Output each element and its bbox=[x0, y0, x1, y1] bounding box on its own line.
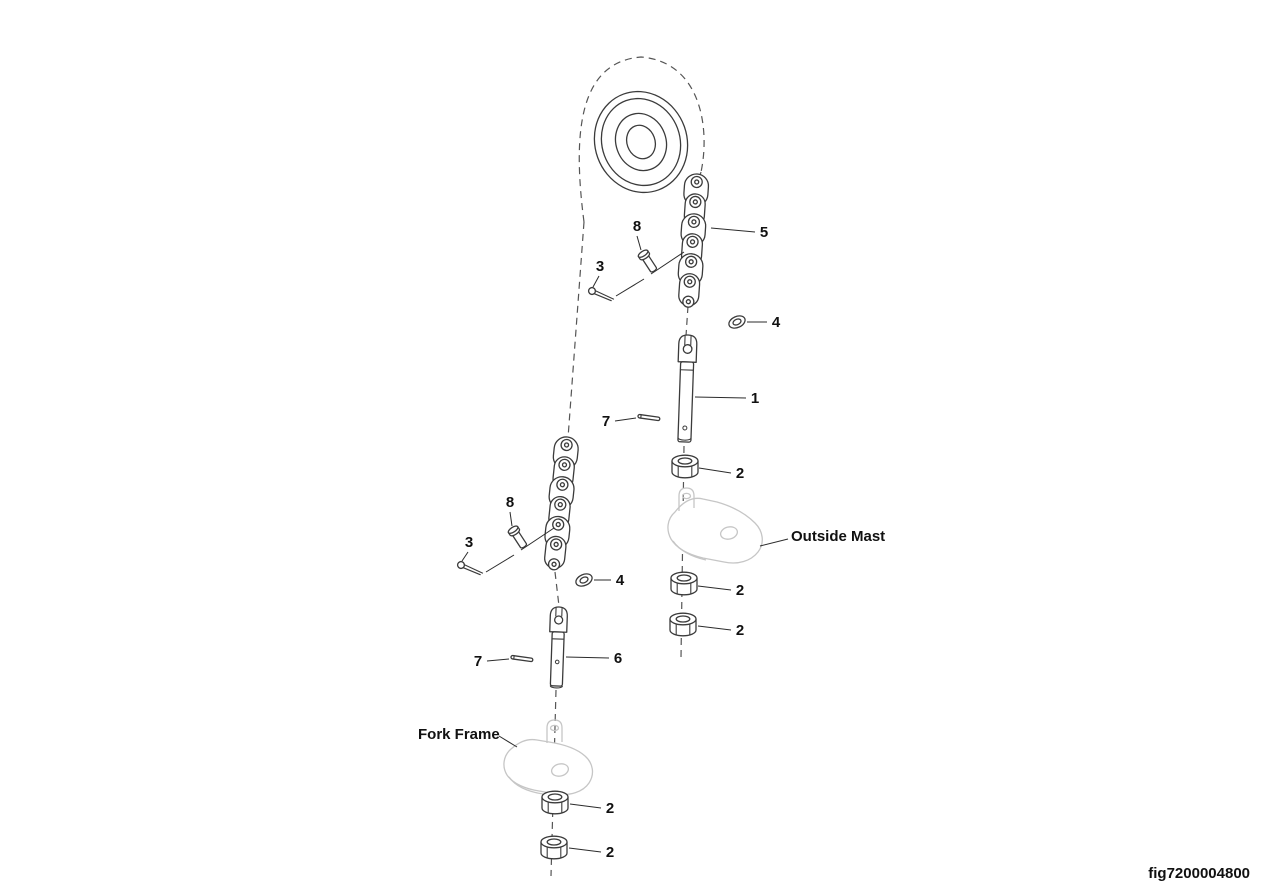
callout-nut-right-upper: 2 bbox=[736, 465, 744, 482]
callout-cotter-right: 3 bbox=[596, 258, 604, 275]
callout-nut-left-upper: 2 bbox=[606, 800, 614, 817]
label-fork-frame: Fork Frame bbox=[418, 726, 500, 743]
leader-clevis-right bbox=[636, 235, 642, 251]
label-outside-mast: Outside Mast bbox=[791, 528, 885, 545]
clevis-pin-right bbox=[636, 248, 660, 275]
callout-anchor-right: 1 bbox=[751, 390, 759, 407]
cotter-pin-right bbox=[586, 285, 616, 304]
leader-pin-right bbox=[614, 417, 637, 422]
pin-right bbox=[637, 413, 661, 422]
chain-left bbox=[540, 435, 581, 572]
leader-anchor-left bbox=[565, 656, 610, 659]
leader-pin-left bbox=[486, 658, 510, 662]
pin-left bbox=[510, 654, 534, 663]
hex-nut-right-mid bbox=[670, 571, 698, 596]
leader-chain bbox=[710, 227, 756, 233]
hex-nut-right-upper bbox=[671, 454, 699, 479]
callout-pin-right: 7 bbox=[602, 413, 610, 430]
leader-anchor-right bbox=[694, 396, 747, 399]
leader-lines bbox=[461, 227, 789, 853]
callout-washer-left: 4 bbox=[616, 572, 625, 589]
leader-cotter-left bbox=[461, 551, 469, 562]
anchor-rod-left bbox=[549, 606, 568, 689]
hex-nut-left-lower bbox=[540, 835, 568, 860]
callout-washer-right: 4 bbox=[772, 314, 781, 331]
callout-nut-right-mid: 2 bbox=[736, 582, 744, 599]
assembly-axis-lines bbox=[485, 251, 685, 573]
cotter-pin-left bbox=[455, 559, 485, 578]
washer-right bbox=[726, 312, 748, 332]
leader-nut-right-lower bbox=[697, 625, 732, 631]
outside-mast-bracket bbox=[667, 487, 763, 564]
hex-nut-left-upper bbox=[541, 790, 569, 815]
hex-nut-right-lower bbox=[669, 612, 697, 637]
callout-nut-right-lower: 2 bbox=[736, 622, 744, 639]
leader-cotter-right bbox=[592, 275, 600, 288]
leader-clevis-left bbox=[509, 511, 513, 527]
washer-left bbox=[573, 570, 595, 590]
callout-chain: 5 bbox=[760, 224, 768, 241]
callouts: 5 8 3 4 1 7 2 2 2 8 3 4 6 7 2 2 bbox=[465, 218, 781, 861]
callout-pin-left: 7 bbox=[474, 653, 482, 670]
chain-right bbox=[675, 172, 710, 309]
leader-nut-right-upper bbox=[698, 467, 732, 474]
callout-cotter-left: 3 bbox=[465, 534, 473, 551]
clevis-pin-left bbox=[506, 524, 530, 551]
callout-nut-left-lower: 2 bbox=[606, 844, 614, 861]
fork-frame-bracket bbox=[503, 719, 594, 796]
callout-anchor-left: 6 bbox=[614, 650, 622, 667]
leader-nut-left-lower bbox=[568, 847, 602, 853]
anchor-rod-right bbox=[677, 334, 698, 443]
figure-code: fig7200004800 bbox=[1148, 865, 1250, 882]
sheave bbox=[593, 90, 689, 194]
leader-nut-right-mid bbox=[697, 585, 732, 591]
leader-outside-mast bbox=[759, 538, 789, 547]
leader-nut-left-upper bbox=[569, 803, 602, 809]
callout-clevis-right: 8 bbox=[633, 218, 641, 235]
callout-clevis-left: 8 bbox=[506, 494, 514, 511]
leader-fork-frame bbox=[498, 735, 518, 748]
